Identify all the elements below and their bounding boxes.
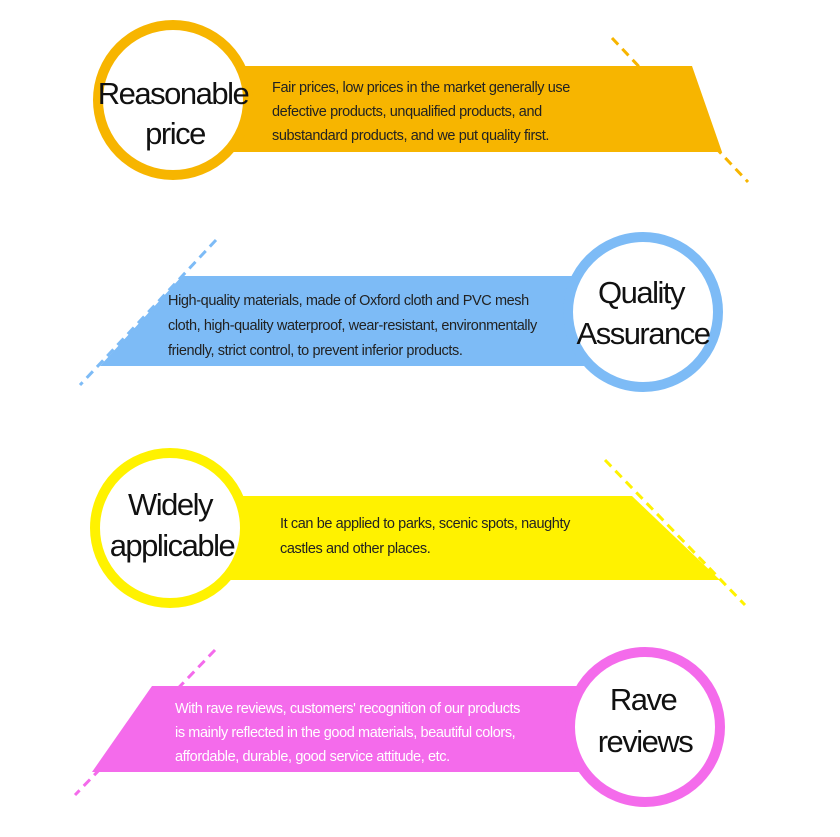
section-title: Quality xyxy=(598,275,686,310)
section-text: It can be applied to parks, scenic spots… xyxy=(280,516,571,532)
section-text: With rave reviews, customers' recognitio… xyxy=(175,701,520,717)
title-circle xyxy=(563,232,723,392)
section-title: Assurance xyxy=(577,316,710,351)
section-widely-applicable: Widely applicable It can be applied to p… xyxy=(90,448,747,608)
section-text: is mainly reflected in the good material… xyxy=(175,725,515,741)
title-circle xyxy=(93,20,253,180)
section-title: Reasonable xyxy=(98,76,249,111)
section-text: substandard products, and we put quality… xyxy=(272,128,549,144)
section-text: castles and other places. xyxy=(280,541,430,557)
dashed-divider xyxy=(78,238,218,387)
section-text: cloth, high-quality waterproof, wear-res… xyxy=(168,318,538,334)
title-circle xyxy=(90,448,250,608)
section-rave-reviews: Rave reviews With rave reviews, customer… xyxy=(73,647,725,807)
section-text: defective products, unqualified products… xyxy=(272,104,542,120)
section-title: reviews xyxy=(598,724,694,759)
section-text: affordable, durable, good service attitu… xyxy=(175,749,450,765)
section-title: price xyxy=(145,116,205,151)
dashed-divider xyxy=(610,36,750,184)
banner xyxy=(92,686,650,772)
section-reasonable-price: Reasonable price Fair prices, low prices… xyxy=(93,20,750,184)
section-title: Rave xyxy=(610,682,677,717)
section-text: Fair prices, low prices in the market ge… xyxy=(272,80,570,96)
section-title: applicable xyxy=(110,528,235,563)
section-title: Widely xyxy=(128,487,214,522)
section-text: High-quality materials, made of Oxford c… xyxy=(168,293,529,309)
banner xyxy=(100,276,650,366)
banner xyxy=(230,66,722,152)
title-circle xyxy=(565,647,725,807)
banner xyxy=(230,496,720,580)
dashed-divider xyxy=(603,458,747,607)
section-text: friendly, strict control, to prevent inf… xyxy=(168,343,462,359)
section-quality-assurance: Quality Assurance High-quality materials… xyxy=(78,232,723,392)
